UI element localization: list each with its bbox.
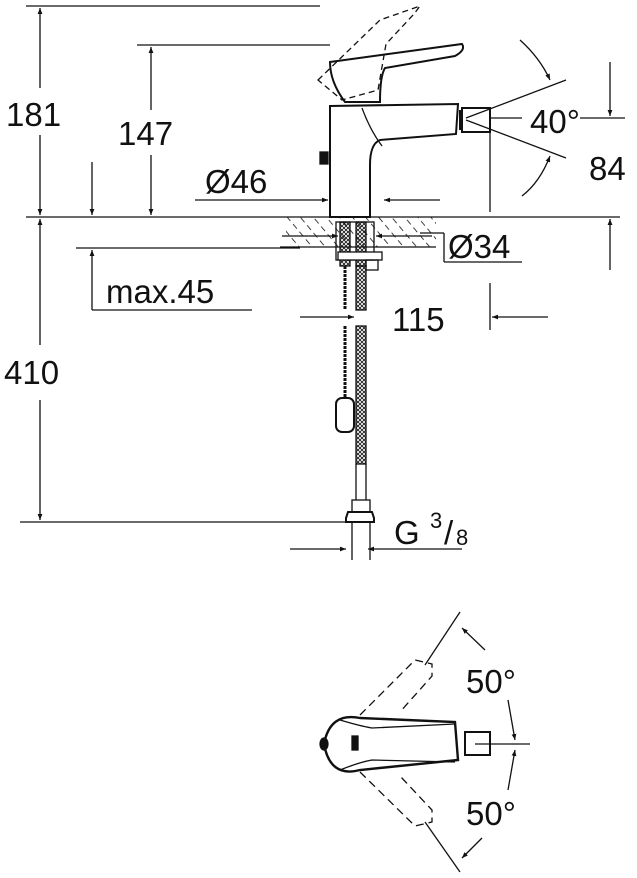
dim-outlet-height: 84 [589,150,626,187]
dim-thread-slash: / [444,514,454,551]
lever-handle [328,42,465,103]
dim-total-height: 181 [6,96,61,133]
dim-thread-main: G [394,514,420,551]
dim-spray-angle: 40° [530,103,580,140]
dim-body-diameter: Ø46 [205,163,267,200]
dim-thread-num: 3 [430,508,442,533]
dim-hole-diameter: Ø34 [448,228,510,265]
dim-lever-rotation-down: 50° [466,795,516,832]
dim-spout-reach: 115 [392,301,445,338]
lever-raised-dashed [317,4,422,101]
faucet-body [329,102,460,218]
dim-spout-height: 147 [118,115,173,152]
dim-hose-length: 410 [4,354,59,391]
hose-weight [335,397,355,433]
dim-lever-rotation-up: 50° [466,663,516,700]
dim-max-deck: max.45 [106,273,214,310]
hose-right [355,265,367,311]
hose-nut [345,511,375,523]
dim-thread-den: 8 [456,525,468,550]
